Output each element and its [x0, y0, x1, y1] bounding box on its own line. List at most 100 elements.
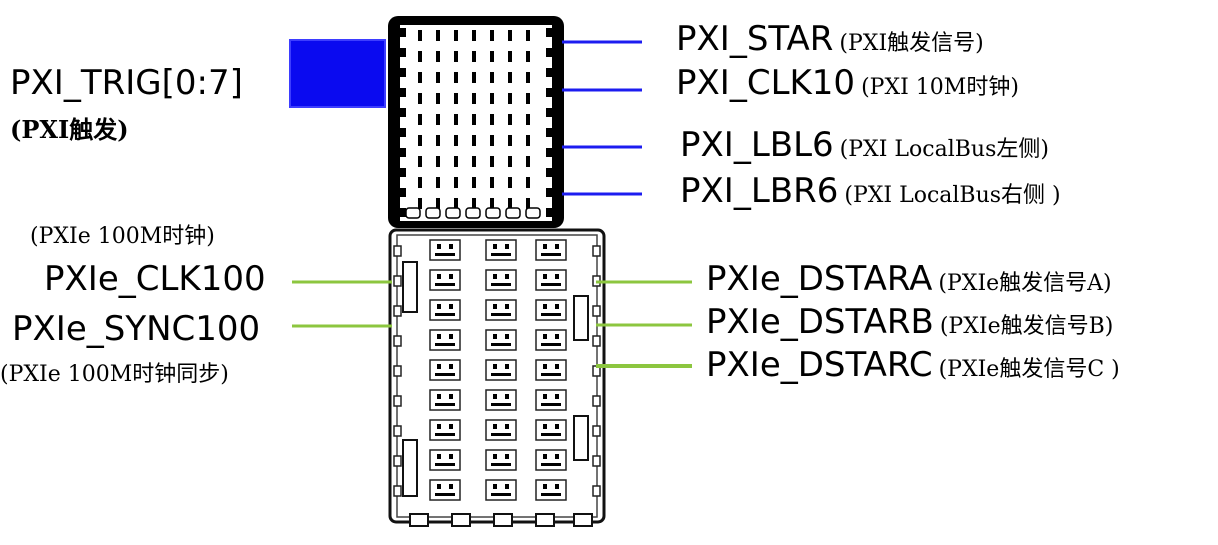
- pxi-clk10-label: PXI_CLK10: [676, 63, 856, 103]
- lower-pin-frame: [429, 329, 461, 351]
- pxie-dstarb-row: PXIe_DSTARB (PXIe触发信号B): [706, 305, 1113, 339]
- lower-pin-bar: [541, 493, 561, 496]
- upper-bottom-slot: [445, 207, 461, 219]
- pxie-dstara-note: (PXIe触发信号A): [938, 271, 1112, 296]
- lower-pin: [555, 334, 559, 339]
- pxie-dstara-label: PXIe_DSTARA: [706, 259, 933, 299]
- upper-pin: [526, 51, 530, 62]
- upper-pin: [454, 135, 458, 146]
- lower-pin: [493, 334, 497, 339]
- lower-pin-frame: [535, 419, 567, 441]
- upper-edge-notch: [400, 28, 406, 37]
- upper-pin: [526, 93, 530, 104]
- lower-pin: [543, 334, 547, 339]
- lower-edge-notch: [592, 395, 601, 407]
- upper-edge-notch: [546, 208, 552, 217]
- upper-pin: [436, 30, 440, 41]
- upper-pin: [436, 156, 440, 167]
- lower-edge-notch: [393, 335, 402, 347]
- lower-pin-frame: [429, 299, 461, 321]
- pxie-clk100-note: (PXIe 100M时钟): [30, 224, 215, 249]
- lower-pin: [543, 364, 547, 369]
- upper-pin: [508, 135, 512, 146]
- lower-pin-bar: [435, 403, 455, 406]
- lower-pin-bar: [435, 373, 455, 376]
- upper-pin: [526, 30, 530, 41]
- lower-pin-bar: [435, 433, 455, 436]
- upper-edge-notch: [400, 68, 406, 77]
- lower-pin: [505, 304, 509, 309]
- lower-pin: [505, 424, 509, 429]
- lower-pin: [505, 484, 509, 489]
- lower-pin-bar: [491, 373, 511, 376]
- upper-pin: [436, 177, 440, 188]
- lower-pin-frame: [485, 389, 517, 411]
- upper-edge-notch: [546, 88, 552, 97]
- upper-bottom-slot: [405, 207, 421, 219]
- lower-pin-bar: [491, 463, 511, 466]
- lower-edge-notch: [393, 455, 402, 467]
- upper-edge-notch: [546, 68, 552, 77]
- upper-pin: [436, 114, 440, 125]
- upper-pin: [508, 51, 512, 62]
- upper-pin: [508, 177, 512, 188]
- lower-pin: [449, 484, 453, 489]
- lower-edge-notch: [393, 395, 402, 407]
- lower-pin-cell: [429, 419, 461, 441]
- lower-pin-bar: [541, 313, 561, 316]
- lower-pin-cell: [485, 239, 517, 261]
- lower-pin-frame: [485, 419, 517, 441]
- lower-pin-bar: [435, 253, 455, 256]
- lower-pin: [505, 244, 509, 249]
- lower-pin-cell: [535, 479, 567, 501]
- upper-pin: [472, 114, 476, 125]
- lower-edge-notch: [393, 275, 402, 287]
- lower-pin-frame: [429, 479, 461, 501]
- pxi-star-label: PXI_STAR: [676, 19, 834, 59]
- lower-pin: [505, 394, 509, 399]
- upper-pin: [472, 51, 476, 62]
- upper-edge-notch: [400, 88, 406, 97]
- lower-pin: [437, 304, 441, 309]
- lower-pin: [449, 334, 453, 339]
- pxie-sync100-label: PXIe_SYNC100: [12, 309, 261, 349]
- upper-pin: [418, 93, 422, 104]
- lower-pin-bar: [491, 343, 511, 346]
- lower-pin: [543, 394, 547, 399]
- lower-pin-bar: [541, 463, 561, 466]
- lower-key-left-1: [402, 261, 418, 313]
- upper-connector-edges: [400, 28, 552, 219]
- upper-edge-notch: [400, 128, 406, 137]
- upper-pin: [472, 156, 476, 167]
- lower-pin: [543, 484, 547, 489]
- lower-pin-bar: [491, 253, 511, 256]
- lower-pin-cell: [429, 449, 461, 471]
- lower-connector-edges: [393, 245, 601, 497]
- pxie-dstarb-note: (PXIe触发信号B): [939, 314, 1114, 339]
- lower-pin: [493, 394, 497, 399]
- lower-pin-bar: [541, 433, 561, 436]
- upper-edge-notch: [400, 168, 406, 177]
- lower-pin-frame: [535, 299, 567, 321]
- lower-edge-notch: [592, 335, 601, 347]
- lower-pin-bar: [435, 343, 455, 346]
- lower-edge-notch: [393, 365, 402, 377]
- lower-pin-cell: [485, 479, 517, 501]
- lower-pin-frame: [485, 269, 517, 291]
- lower-pin-frame: [429, 359, 461, 381]
- upper-pin: [490, 30, 494, 41]
- lower-pin: [555, 394, 559, 399]
- upper-edge-notch: [546, 168, 552, 177]
- upper-pin: [508, 198, 512, 209]
- lower-pin-cell: [485, 299, 517, 321]
- lower-pin-frame: [535, 389, 567, 411]
- lower-pin: [449, 364, 453, 369]
- upper-pin: [418, 51, 422, 62]
- lower-pin: [493, 274, 497, 279]
- lower-pin: [505, 364, 509, 369]
- lower-pin-bar: [541, 373, 561, 376]
- lower-pin-grid: [429, 239, 567, 501]
- lower-pin: [543, 244, 547, 249]
- lower-bottom-tab: [493, 513, 513, 527]
